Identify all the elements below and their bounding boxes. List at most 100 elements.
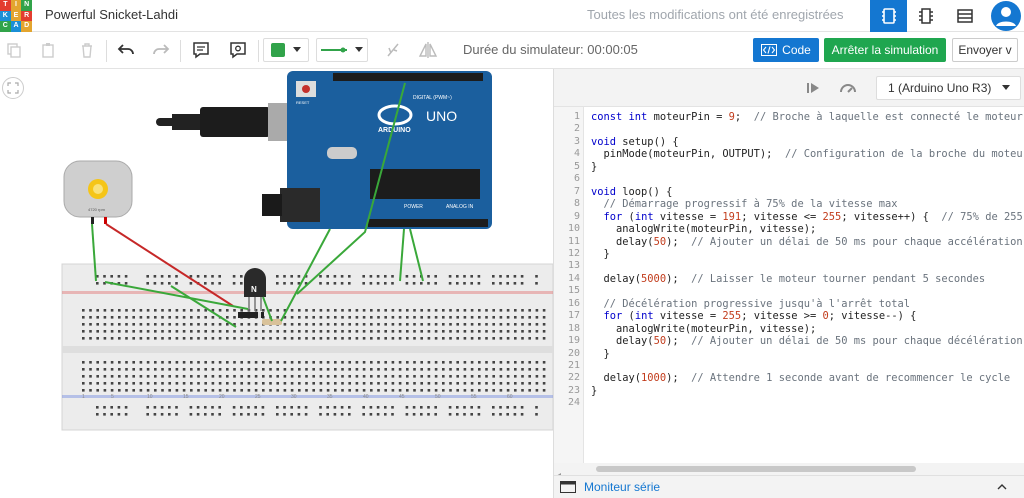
breadboard-hole[interactable] xyxy=(298,375,301,378)
code-line[interactable]: // Démarrage progressif à 75% de la vite… xyxy=(603,198,898,211)
breadboard-hole[interactable] xyxy=(514,389,517,392)
breadboard-hole[interactable] xyxy=(82,375,85,378)
breadboard-hole[interactable] xyxy=(125,330,128,333)
breadboard-hole[interactable] xyxy=(312,330,315,333)
breadboard-hole[interactable] xyxy=(506,413,509,416)
breadboard-hole[interactable] xyxy=(305,389,308,392)
breadboard-hole[interactable] xyxy=(233,382,236,385)
wires[interactable] xyxy=(91,82,424,328)
breadboard-hole[interactable] xyxy=(146,368,150,371)
breadboard-hole[interactable] xyxy=(362,316,366,319)
send-button[interactable]: Envoyer v xyxy=(952,38,1018,62)
breadboard-hole[interactable] xyxy=(326,309,330,312)
breadboard-hole[interactable] xyxy=(485,309,488,312)
breadboard-hole[interactable] xyxy=(110,406,113,409)
breadboard-hole[interactable] xyxy=(406,361,409,364)
breadboard-hole[interactable] xyxy=(420,406,423,409)
breadboard-hole[interactable] xyxy=(499,337,503,340)
breadboard-hole[interactable] xyxy=(434,413,437,416)
breadboard-hole[interactable] xyxy=(398,330,402,333)
breadboard-hole[interactable] xyxy=(377,368,380,371)
breadboard-hole[interactable] xyxy=(499,361,503,364)
breadboard-hole[interactable] xyxy=(211,361,215,364)
breadboard-hole[interactable] xyxy=(139,389,143,392)
breadboard-hole[interactable] xyxy=(341,316,344,319)
transistor[interactable]: N xyxy=(244,268,266,311)
breadboard-hole[interactable] xyxy=(326,413,329,416)
breadboard-hole[interactable] xyxy=(240,323,243,326)
breadboard-hole[interactable] xyxy=(218,413,221,416)
breadboard-hole[interactable] xyxy=(514,368,517,371)
breadboard-hole[interactable] xyxy=(355,361,359,364)
breadboard-hole[interactable] xyxy=(521,375,524,378)
breadboard-hole[interactable] xyxy=(492,337,495,340)
breadboard-hole[interactable] xyxy=(434,337,438,340)
breadboard-hole[interactable] xyxy=(233,337,236,340)
breadboard-hole[interactable] xyxy=(190,361,193,364)
breadboard-hole[interactable] xyxy=(175,316,179,319)
breadboard-hole[interactable] xyxy=(197,361,200,364)
breadboard-hole[interactable] xyxy=(254,382,258,385)
breadboard-hole[interactable] xyxy=(492,389,495,392)
breadboard-hole[interactable] xyxy=(420,309,423,312)
breadboard-hole[interactable] xyxy=(405,406,409,409)
breadboard-hole[interactable] xyxy=(334,323,337,326)
breadboard-hole[interactable] xyxy=(391,330,395,333)
breadboard-hole[interactable] xyxy=(326,275,329,278)
breadboard-hole[interactable] xyxy=(161,375,164,378)
breadboard-hole[interactable] xyxy=(290,382,294,385)
breadboard-hole[interactable] xyxy=(124,413,128,416)
breadboard-hole[interactable] xyxy=(362,368,366,371)
breadboard-hole[interactable] xyxy=(125,337,128,340)
breadboard-hole[interactable] xyxy=(442,323,445,326)
breadboard-hole[interactable] xyxy=(312,368,315,371)
breadboard-hole[interactable] xyxy=(146,316,150,319)
breadboard-hole[interactable] xyxy=(211,309,215,312)
breadboard-hole[interactable] xyxy=(463,316,467,319)
breadboard-hole[interactable] xyxy=(370,337,373,340)
breadboard-hole[interactable] xyxy=(355,323,359,326)
breadboard-hole[interactable] xyxy=(355,316,359,319)
breadboard-hole[interactable] xyxy=(434,368,438,371)
breadboard-hole[interactable] xyxy=(442,368,445,371)
breadboard-hole[interactable] xyxy=(146,337,150,340)
breadboard-hole[interactable] xyxy=(247,413,250,416)
code-line[interactable]: } xyxy=(591,384,598,397)
breadboard-hole[interactable] xyxy=(175,282,178,285)
breadboard-hole[interactable] xyxy=(118,316,121,319)
breadboard-hole[interactable] xyxy=(384,361,387,364)
breadboard-hole[interactable] xyxy=(442,337,445,340)
breadboard-hole[interactable] xyxy=(413,361,416,364)
breadboard-hole[interactable] xyxy=(456,330,459,333)
breadboard-hole[interactable] xyxy=(290,323,294,326)
breadboard-hole[interactable] xyxy=(326,337,330,340)
breadboard-hole[interactable] xyxy=(211,275,214,278)
breadboard-hole[interactable] xyxy=(521,316,524,319)
breadboard-hole[interactable] xyxy=(110,368,114,371)
breadboard-hole[interactable] xyxy=(276,368,279,371)
breadboard-hole[interactable] xyxy=(125,309,128,312)
breadboard-hole[interactable] xyxy=(434,330,438,333)
breadboard-hole[interactable] xyxy=(103,275,106,278)
breadboard-hole[interactable] xyxy=(254,368,258,371)
breadboard-hole[interactable] xyxy=(398,316,402,319)
breadboard-hole[interactable] xyxy=(456,361,459,364)
breadboard-hole[interactable] xyxy=(326,368,330,371)
breadboard-hole[interactable] xyxy=(118,323,121,326)
breadboard-hole[interactable] xyxy=(326,382,330,385)
breadboard-hole[interactable] xyxy=(175,413,178,416)
breadboard-hole[interactable] xyxy=(370,375,373,378)
breadboard-hole[interactable] xyxy=(492,330,495,333)
breadboard-hole[interactable] xyxy=(247,368,251,371)
breadboard-hole[interactable] xyxy=(334,368,337,371)
breadboard-hole[interactable] xyxy=(319,382,323,385)
breadboard-hole[interactable] xyxy=(269,361,272,364)
breadboard-hole[interactable] xyxy=(542,375,546,378)
breadboard-hole[interactable] xyxy=(319,316,323,319)
breadboard-hole[interactable] xyxy=(434,361,438,364)
breadboard-hole[interactable] xyxy=(161,389,164,392)
breadboard-hole[interactable] xyxy=(333,413,337,416)
breadboard-hole[interactable] xyxy=(384,406,387,409)
breadboard-hole[interactable] xyxy=(146,330,150,333)
breadboard-hole[interactable] xyxy=(348,368,351,371)
